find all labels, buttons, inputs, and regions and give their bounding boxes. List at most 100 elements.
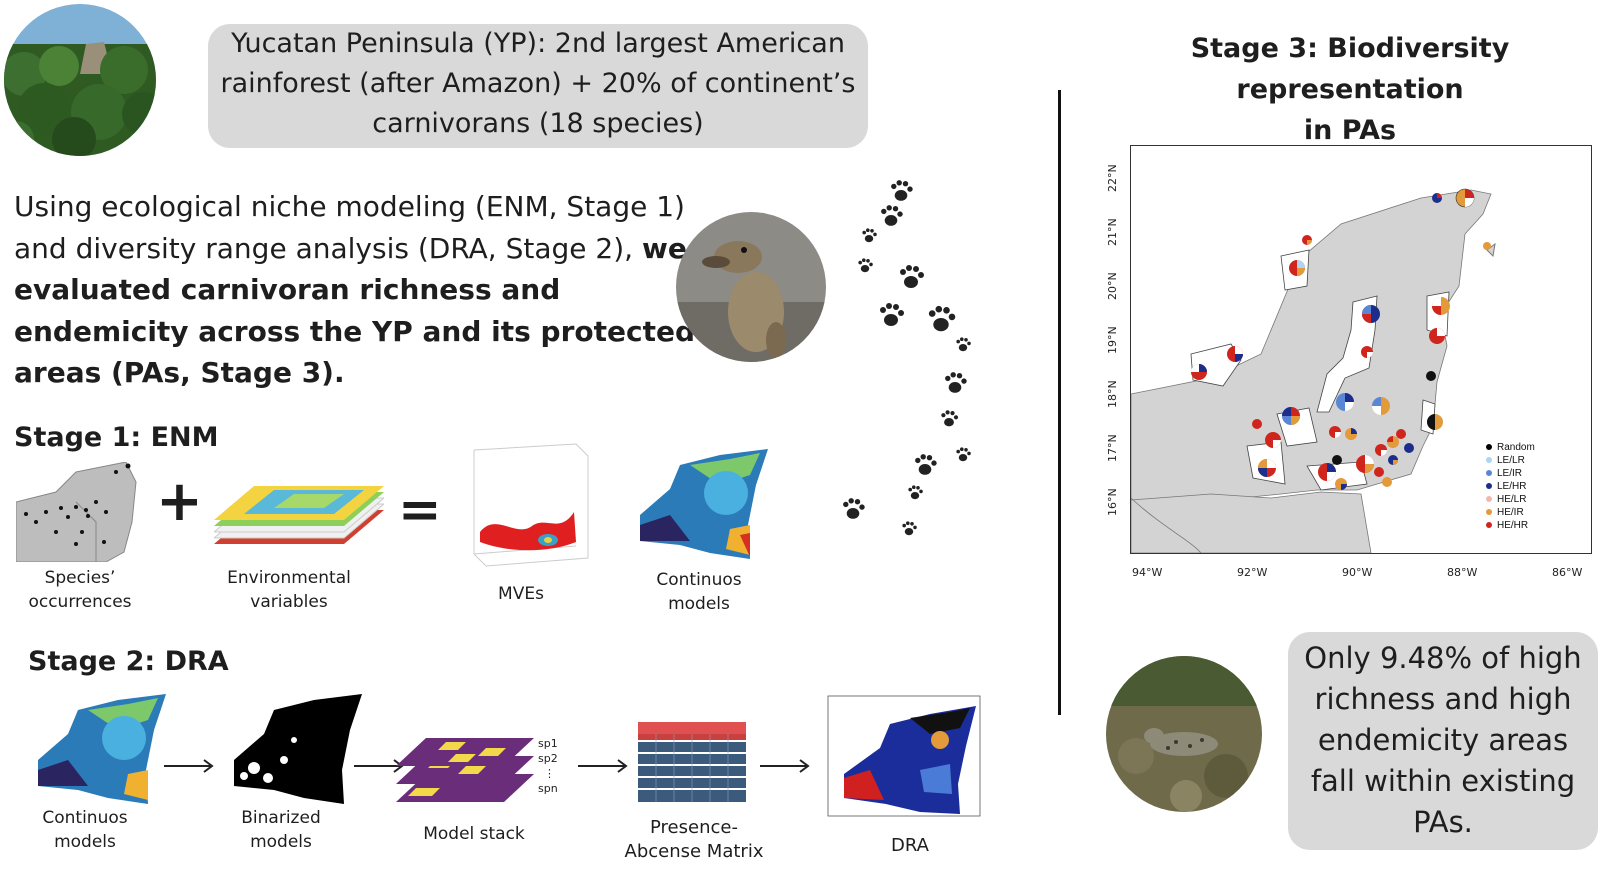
lat-tick: 16°N: [1106, 488, 1119, 516]
lat-tick: 20°N: [1106, 272, 1119, 300]
caption-line: models: [54, 832, 116, 852]
pie-marker: [1289, 260, 1305, 276]
pie-marker: [1191, 364, 1207, 380]
paw-print: [843, 498, 865, 519]
lat-tick: 21°N: [1106, 218, 1119, 246]
caption-line: Abcense Matrix: [624, 841, 764, 862]
caption-environmental-variables: Environmental variables: [214, 566, 364, 614]
paw-print: [945, 372, 967, 393]
island: [1486, 242, 1496, 258]
caption-line: DRA: [891, 835, 929, 856]
paw-print: [941, 410, 959, 427]
paw-print: [862, 228, 877, 243]
legend-dot: [1486, 509, 1492, 515]
pie-marker: [1426, 371, 1436, 381]
equals-sign: =: [398, 480, 442, 540]
pie-marker: [1332, 455, 1342, 465]
stack-label: spn: [538, 782, 558, 795]
caption-line: variables: [250, 592, 328, 612]
stack-labels: sp1 sp2 ⋮ spn: [538, 736, 558, 796]
intro-text: Using ecological niche modeling (ENM, St…: [14, 190, 685, 265]
pie-marker: [1429, 328, 1445, 344]
caption-species-occurrences: Species’ occurrences: [10, 566, 150, 614]
caption-line: Environmental: [227, 568, 351, 588]
pa-map: Random LE/LR LE/IR LE/HR HE/LR HE/IR HE/…: [1131, 188, 1535, 553]
mve-3d-plot: [473, 443, 589, 567]
coastline: [1131, 497, 1202, 553]
paw-print: [902, 521, 917, 536]
pa-map-frame: Random LE/LR LE/IR LE/HR HE/LR HE/IR HE/…: [1130, 145, 1592, 554]
arrow-icon: [760, 759, 810, 773]
environmental-layers: [214, 486, 384, 544]
pie-marker: [1258, 459, 1276, 477]
vertical-divider: [1058, 90, 1061, 715]
legend-label: LE/LR: [1497, 455, 1525, 466]
caption-continuous-models: Continuos models: [634, 568, 764, 616]
pie-marker: [1318, 463, 1336, 481]
stack-label: sp1: [538, 737, 558, 750]
lat-tick: 17°N: [1106, 434, 1119, 462]
pie-marker: [1362, 305, 1380, 323]
pie-marker: [1302, 235, 1312, 245]
caption-line: models: [250, 832, 312, 852]
legend-label: HE/IR: [1497, 507, 1524, 518]
legend-label: HE/HR: [1497, 520, 1528, 531]
caption-model-stack: Model stack: [408, 822, 540, 846]
rainforest-photo: [4, 4, 156, 156]
pie-markers: [1191, 188, 1491, 490]
bubble-line: carnivorans (18 species): [372, 108, 704, 139]
pie-marker: [1388, 455, 1398, 465]
caption-line: Continuos: [656, 570, 742, 590]
paw-print: [956, 447, 971, 462]
paw-print: [858, 258, 873, 273]
caption-line: Binarized: [241, 808, 321, 828]
legend-label: LE/IR: [1497, 468, 1522, 479]
caption-line: occurrences: [28, 592, 132, 612]
pie-marker: [1382, 477, 1392, 487]
caption-line: MVEs: [498, 584, 544, 604]
pie-marker: [1374, 467, 1384, 477]
stage1-title: Stage 1: ENM: [14, 422, 219, 453]
intro-bold-text: we evaluated carnivoran richness and end…: [14, 231, 696, 390]
paw-print: [881, 205, 903, 226]
legend-label: Random: [1497, 442, 1535, 453]
species-occurrence-map: [16, 462, 148, 562]
pie-marker: [1427, 414, 1443, 430]
result-line: endemicity areas: [1317, 723, 1569, 757]
caption-line: Continuos: [42, 808, 128, 828]
pie-marker: [1404, 443, 1414, 453]
stage3-title-line: Stage 3: Biodiversity representation: [1190, 33, 1510, 105]
pie-marker: [1396, 429, 1406, 439]
legend-dot: [1486, 483, 1492, 489]
paw-print: [880, 303, 904, 326]
pie-marker: [1335, 478, 1347, 490]
dra-result-map: [827, 695, 981, 817]
lon-tick: 90°W: [1342, 566, 1373, 579]
lon-tick: 88°W: [1447, 566, 1478, 579]
pie-marker: [1455, 188, 1475, 208]
result-text: Only 9.48% of high richness and high end…: [1288, 632, 1598, 843]
caption-binarized-models: Binarized models: [218, 806, 344, 854]
caption-continuous-models-2: Continuos models: [22, 806, 148, 854]
pie-marker: [1345, 428, 1357, 440]
legend-dot: [1486, 470, 1492, 476]
land-mass: [1131, 491, 1372, 553]
pie-marker: [1432, 297, 1450, 315]
paw-print: [908, 485, 923, 500]
arrow-icon: [578, 759, 628, 773]
pie-marker: [1361, 346, 1373, 358]
caption-mves: MVEs: [486, 582, 556, 606]
lat-tick: 18°N: [1106, 380, 1119, 408]
legend-dot: [1486, 522, 1492, 528]
pie-marker: [1356, 455, 1374, 473]
lon-tick: 94°W: [1132, 566, 1163, 579]
pie-marker: [1387, 436, 1399, 448]
pie-marker: [1372, 397, 1390, 415]
continuous-model-map-2: [38, 694, 166, 804]
bubble-line: rainforest (after Amazon) + 20% of conti…: [220, 68, 856, 99]
legend-dot: [1486, 496, 1492, 502]
coati-photo: [676, 212, 826, 362]
model-stack-graphic: [396, 738, 534, 802]
stage2-title: Stage 2: DRA: [28, 646, 229, 677]
caption-line: Model stack: [423, 824, 525, 844]
